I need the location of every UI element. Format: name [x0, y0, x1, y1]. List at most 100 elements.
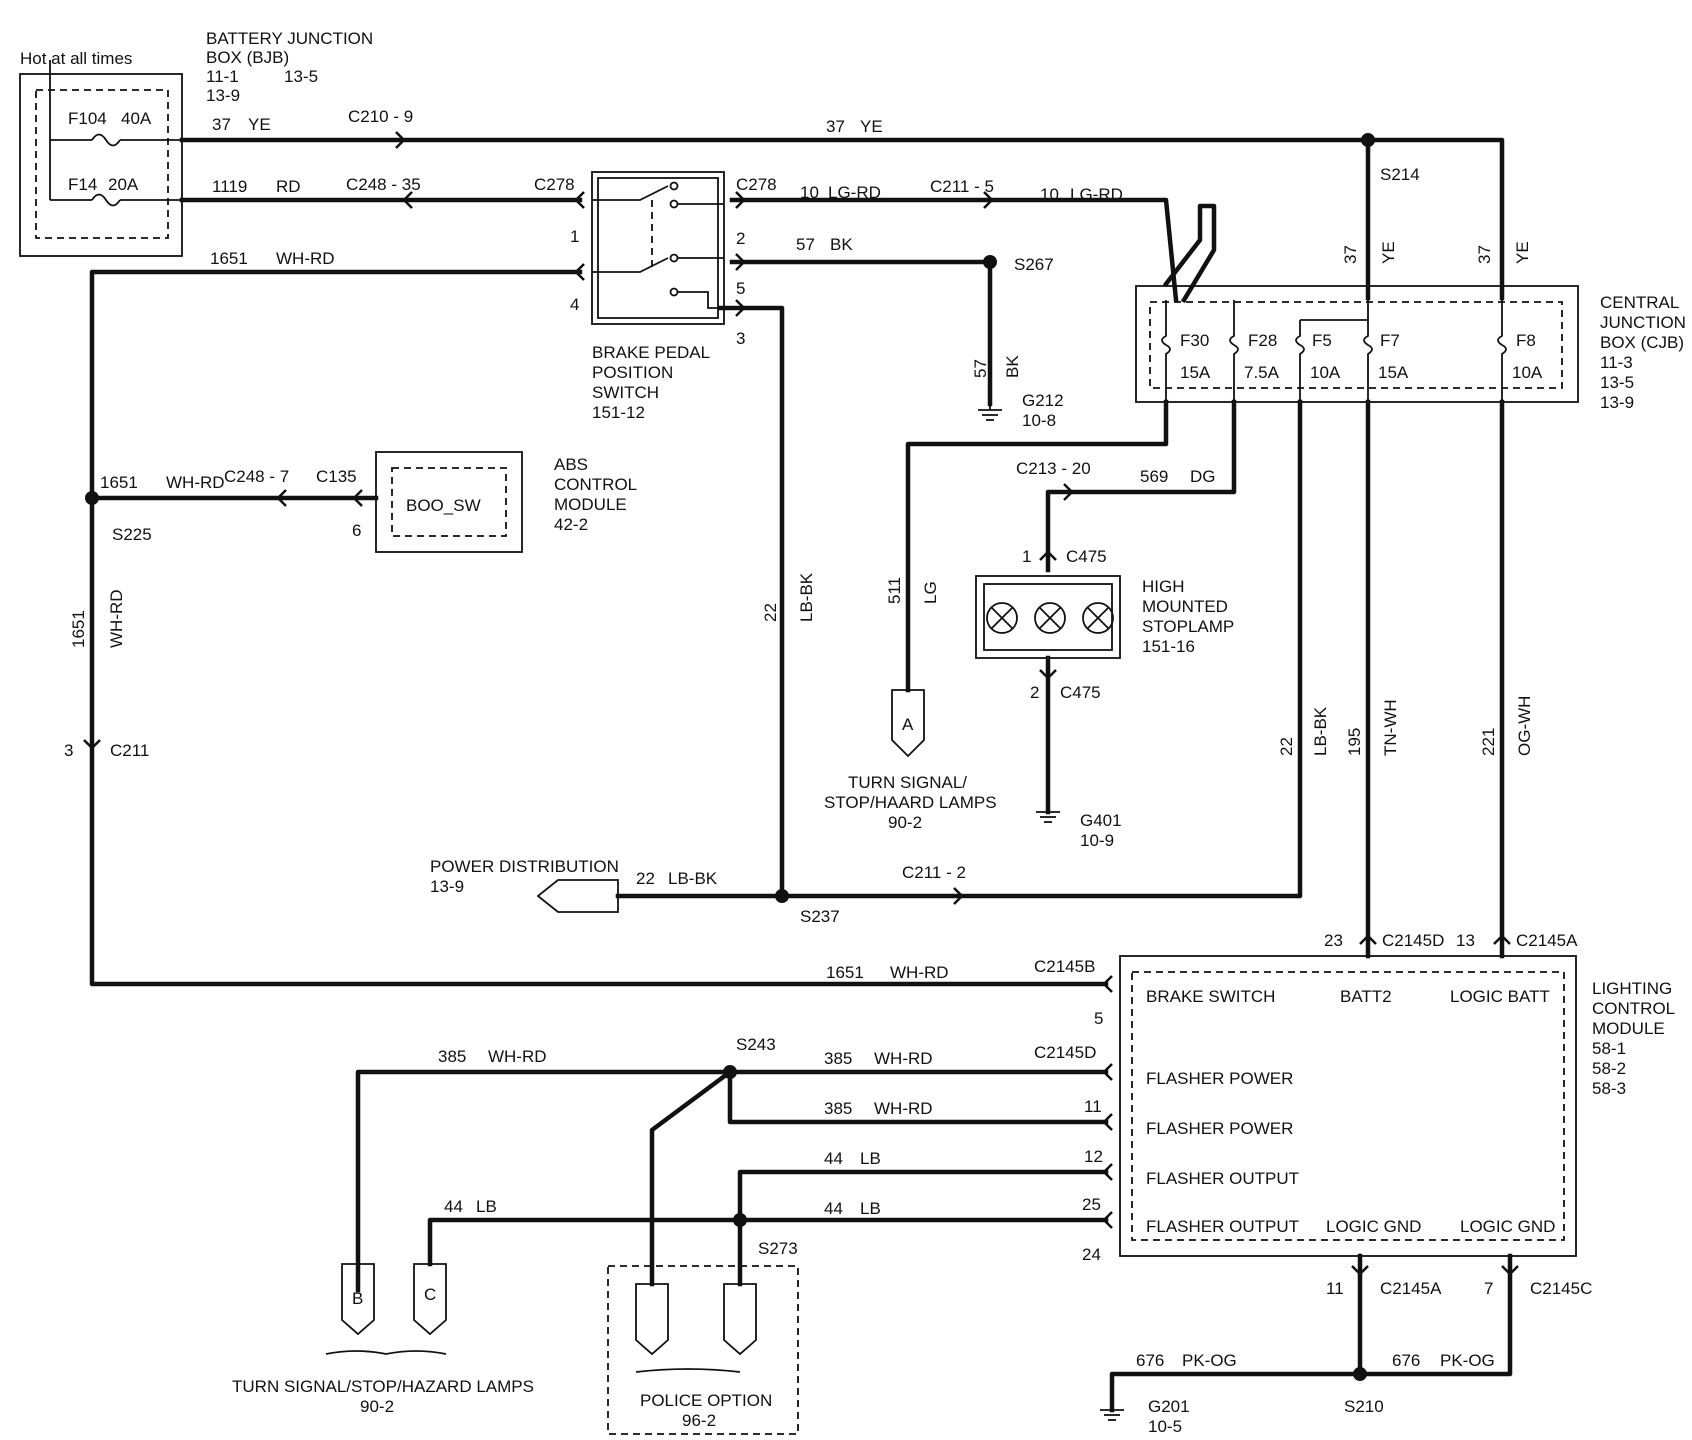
- ground-g401: G401 10-9: [1036, 811, 1122, 850]
- wire-22-pd-color: LB-BK: [668, 869, 718, 888]
- turn-signal-b-letter: B: [352, 1289, 363, 1308]
- hmsl-pin-2: 2: [1030, 683, 1039, 702]
- abs-control-module: BOO_SW ABS CONTROL MODULE 42-2 6: [352, 451, 637, 553]
- wire-1651-top-color: WH-RD: [276, 249, 335, 268]
- power-distribution-label: POWER DISTRIBUTION: [430, 857, 619, 876]
- wire-57-color: BK: [830, 235, 853, 254]
- fuse-f104-label: F104: [68, 109, 107, 128]
- fuse-f28-rating: 7.5A: [1244, 363, 1280, 382]
- wire-221-number: 221: [1479, 728, 1498, 756]
- fuse-f30-label: F30: [1180, 331, 1209, 350]
- ground-g212: G212 10-8: [978, 391, 1064, 430]
- fuse-f7-label: F7: [1380, 331, 1400, 350]
- wire-1651-bottom-color: WH-RD: [890, 963, 949, 982]
- fuse-f28-label: F28: [1248, 331, 1277, 350]
- wire-385-lower-color: WH-RD: [874, 1099, 933, 1118]
- turn-signal-connector-a: A TURN SIGNAL/ STOP/HAARD LAMPS 90-2: [824, 689, 997, 832]
- fuse-f30-rating: 15A: [1180, 363, 1211, 382]
- splice-s214-label: S214: [1380, 165, 1420, 184]
- bpps-pin-1: 1: [570, 227, 579, 246]
- lamp-bulb-2: [1034, 602, 1066, 634]
- turn-signal-a-line2: STOP/HAARD LAMPS: [824, 793, 997, 812]
- lcm-pin-11-flasher: 11: [1084, 1097, 1102, 1116]
- wire-10-number-1: 10: [800, 183, 819, 202]
- splice-s214-dot: [1361, 133, 1375, 147]
- hot-at-all-times-label: Hot at all times: [20, 49, 132, 68]
- ground-g212-label: G212: [1022, 391, 1064, 410]
- wire-195-color: TN-WH: [1381, 699, 1400, 756]
- hmsl-ref: 151-16: [1142, 637, 1195, 656]
- lcm-ref-3: 58-3: [1592, 1079, 1626, 1098]
- hmsl-label-line2: MOUNTED: [1142, 597, 1228, 616]
- cjb-ref-2: 13-5: [1600, 373, 1634, 392]
- connector-c211-label: C211: [110, 741, 149, 760]
- hmsl-label-line3: STOPLAMP: [1142, 617, 1234, 636]
- connector-c2145b: C2145B: [1034, 957, 1095, 976]
- lcm-pin-5: 5: [1094, 1009, 1103, 1028]
- wire-1651-vert-color: WH-RD: [107, 589, 126, 648]
- connector-c2145c: C2145C: [1530, 1279, 1592, 1298]
- lcm-ref-1: 58-1: [1592, 1039, 1626, 1058]
- fuse-f14-label: F14: [68, 175, 97, 194]
- bpps-pin-3: 3: [736, 329, 745, 348]
- abs-pin-6: 6: [352, 521, 361, 540]
- abs-label-line2: CONTROL: [554, 475, 637, 494]
- bpps-ref: 151-12: [592, 403, 645, 422]
- connector-c475-bottom: C475: [1060, 683, 1101, 702]
- wire-385-left-color: WH-RD: [488, 1047, 547, 1066]
- connector-c248-7: C248 - 7: [224, 467, 289, 486]
- wire-569-number: 569: [1140, 467, 1168, 486]
- wire-37-top-number: 37: [212, 115, 231, 134]
- fuse-f14-rating: 20A: [108, 175, 139, 194]
- lcm-flasher-power-2: FLASHER POWER: [1146, 1119, 1293, 1138]
- lamp-bulb-1: [986, 602, 1018, 634]
- connector-c211-2: C211 - 2: [902, 863, 966, 882]
- fuse-f5-label: F5: [1312, 331, 1332, 350]
- connector-c2145a-top: C2145A: [1516, 931, 1578, 950]
- ground-g201-label: G201: [1148, 1397, 1190, 1416]
- wire-385-lower-number: 385: [824, 1099, 852, 1118]
- splice-s225-label: S225: [112, 525, 152, 544]
- wire-44-left-color: LB: [476, 1197, 497, 1216]
- wire-57-vert-color: BK: [1003, 355, 1022, 378]
- turn-signal-c-letter: C: [424, 1285, 436, 1304]
- connector-c135: C135: [316, 467, 357, 486]
- cjb-ref-1: 11-3: [1600, 353, 1633, 372]
- bjb-title-line1: BATTERY JUNCTION: [206, 29, 373, 48]
- lcm-label-line3: MODULE: [1592, 1019, 1665, 1038]
- wire-385-left-number: 385: [438, 1047, 466, 1066]
- ground-g401-ref: 10-9: [1080, 831, 1114, 850]
- police-option-ref: 96-2: [682, 1411, 716, 1430]
- abs-ref: 42-2: [554, 515, 588, 534]
- lcm-pin-11-gnd: 11: [1326, 1279, 1344, 1298]
- wire-44-right-number: 44: [824, 1199, 843, 1218]
- wires-middle: [615, 399, 1511, 959]
- lcm-label-line2: CONTROL: [1592, 999, 1675, 1018]
- cjb-ref-3: 13-9: [1600, 393, 1634, 412]
- bpps-label-line1: BRAKE PEDAL: [592, 343, 710, 362]
- lcm-pin-23: 23: [1324, 931, 1343, 950]
- connector-c211-pin: 3: [64, 741, 73, 760]
- turn-signal-connectors-bc: B C TURN SIGNAL/STOP/HAZARD LAMPS 90-2: [232, 1263, 534, 1416]
- wire-1651-abs-color: WH-RD: [166, 473, 225, 492]
- turn-signal-a-letter: A: [902, 715, 914, 734]
- wire-511-color: LG: [921, 581, 940, 604]
- fuse-f104-rating: 40A: [121, 109, 152, 128]
- bpps-label-line3: SWITCH: [592, 383, 659, 402]
- connector-c475-top: C475: [1066, 547, 1107, 566]
- lcm-pin-24: 24: [1082, 1245, 1101, 1264]
- bjb-ref-2: 13-5: [284, 67, 318, 86]
- hmsl-pin-1: 1: [1022, 547, 1031, 566]
- connector-c211-5: C211 - 5: [930, 177, 994, 196]
- splice-s210-label: S210: [1344, 1397, 1384, 1416]
- lcm-label-line1: LIGHTING: [1592, 979, 1672, 998]
- turn-signal-a-line1: TURN SIGNAL/: [848, 773, 967, 792]
- police-option-label: POLICE OPTION: [640, 1391, 772, 1410]
- wire-569-color: DG: [1190, 467, 1216, 486]
- lcm-flasher-power-1: FLASHER POWER: [1146, 1069, 1293, 1088]
- wire-37-vert-number-2: 37: [1475, 245, 1494, 264]
- connector-c2145d-top: C2145D: [1382, 931, 1444, 950]
- wires-top: [83, 131, 1505, 993]
- lcm-batt2-label: BATT2: [1340, 987, 1392, 1006]
- lcm-pin-13: 13: [1456, 931, 1475, 950]
